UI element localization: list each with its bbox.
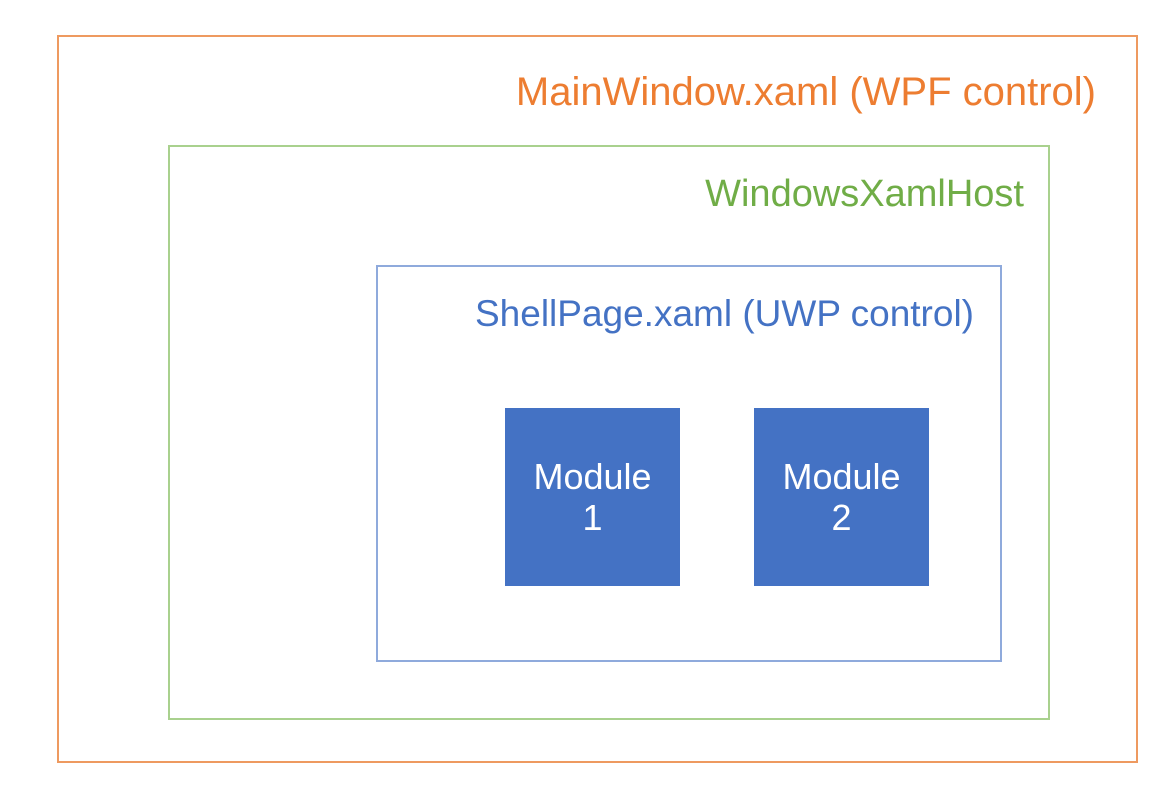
- layer-label-mainwindow-wpf: MainWindow.xaml (WPF control): [515, 70, 1096, 114]
- module-2-index: 2: [831, 497, 852, 538]
- module-box-2[interactable]: Module 2: [754, 408, 929, 586]
- layer-windowsxamlhost: WindowsXamlHost ShellPage.xaml (UWP cont…: [168, 145, 1050, 720]
- module-2-name: Module: [782, 455, 901, 497]
- layer-label-shellpage-uwp: ShellPage.xaml (UWP control): [475, 293, 974, 334]
- module-row: Module 1 Module 2: [505, 408, 930, 586]
- layer-label-windowsxamlhost: WindowsXamlHost: [705, 173, 1024, 215]
- module-1-index: 1: [582, 497, 603, 538]
- module-box-1[interactable]: Module 1: [505, 408, 680, 586]
- layer-shellpage-uwp: ShellPage.xaml (UWP control) Module 1 Mo…: [376, 265, 1002, 662]
- module-1-name: Module: [533, 455, 652, 497]
- layer-mainwindow-wpf: MainWindow.xaml (WPF control) WindowsXam…: [57, 35, 1138, 763]
